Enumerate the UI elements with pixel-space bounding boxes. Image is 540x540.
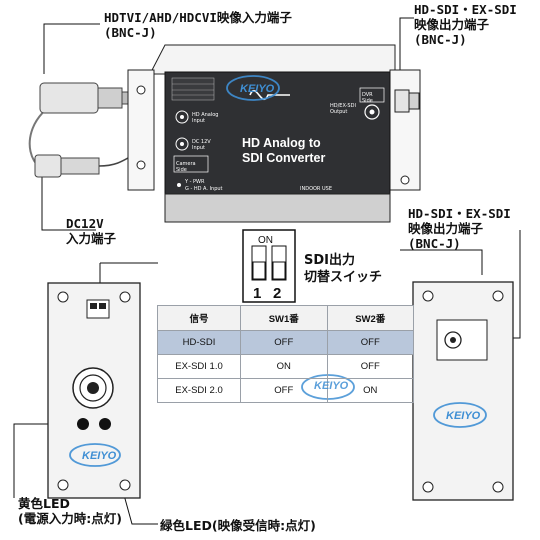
callout-switch-line1: SDI出力 <box>304 253 355 268</box>
indoor-label: INDOOR USE <box>300 186 332 192</box>
callout-yellow-led-line2: (電源入力時:点灯) <box>18 511 122 526</box>
callout-input-line1: HDTVI/AHD/HDCVI映像入力端子 <box>104 10 292 25</box>
dip-on-label: ON <box>258 235 273 246</box>
callout-output-top: HD-SDI・EX-SDI 映像出力端子 (BNC-J) <box>414 2 517 47</box>
dip-pos2: 2 <box>273 285 281 302</box>
sdi-switch-table: 信号 SW1番 SW2番 HD-SDI OFF OFF EX-SDI 1.0 O… <box>157 305 414 403</box>
left-side-panel <box>47 282 141 499</box>
header-signal: 信号 <box>157 305 241 331</box>
table-row: EX-SDI 1.0 ON OFF <box>157 354 414 379</box>
brand-logo-left: KEIYO <box>82 450 117 462</box>
row-sw2: OFF <box>326 330 414 355</box>
brand-logo-table: KEIYO <box>314 380 349 392</box>
callout-output-side: HD-SDI・EX-SDI 映像出力端子 (BNC-J) <box>408 206 511 251</box>
brand-logo-top: KEIYO <box>226 75 280 101</box>
callout-dc-line1: DC12V <box>66 216 104 231</box>
right-side-panel <box>412 281 514 501</box>
table-row: EX-SDI 2.0 OFF ON <box>157 378 414 403</box>
callout-dc-line2: 入力端子 <box>66 231 117 246</box>
callout-yellow-led-line1: 黄色LED <box>18 496 70 511</box>
dip-switch <box>242 229 296 303</box>
callout-input-line2: (BNC-J) <box>104 25 157 40</box>
callout-output-side-line1: HD-SDI・EX-SDI <box>408 206 511 221</box>
brand-logo-right: KEIYO <box>446 410 481 422</box>
row-sw2: ON <box>326 378 414 403</box>
callout-switch-line2: 切替スイッチ <box>304 270 383 285</box>
row-sw1: OFF <box>240 378 328 403</box>
callout-input: HDTVI/AHD/HDCVI映像入力端子 (BNC-J) <box>104 10 292 40</box>
row-sw2: OFF <box>326 354 414 379</box>
callout-output-side-line2: 映像出力端子 <box>408 221 484 236</box>
callout-dc: DC12V 入力端子 <box>66 216 116 246</box>
callout-green-led: 緑色LED(映像受信時:点灯) <box>160 518 316 533</box>
led-g-label: G - HD A. Input <box>185 186 223 192</box>
led-y-label: Y - PWR <box>184 179 205 185</box>
row-sw1: ON <box>240 354 328 379</box>
row-signal: EX-SDI 2.0 <box>157 378 241 403</box>
device-title-1: HD Analog to <box>242 136 321 150</box>
callout-output-side-line3: (BNC-J) <box>408 236 461 251</box>
callout-switch: SDI出力 切替スイッチ <box>304 252 382 286</box>
callout-output-top-line2: 映像出力端子 <box>414 17 490 32</box>
row-sw1: OFF <box>240 330 328 355</box>
device-title-2: SDI Converter <box>242 151 325 165</box>
header-sw1: SW1番 <box>240 305 328 331</box>
dc-plug <box>34 149 143 178</box>
callout-yellow-led: 黄色LED (電源入力時:点灯) <box>18 496 122 526</box>
output-bnc-connector <box>394 89 420 113</box>
row-signal: HD-SDI <box>157 330 241 355</box>
dip-pos1: 1 <box>253 285 261 302</box>
converter-body <box>127 44 421 223</box>
table-row: HD-SDI OFF OFF <box>157 330 414 355</box>
row-signal: EX-SDI 1.0 <box>157 354 241 379</box>
table-header-row: 信号 SW1番 SW2番 <box>157 305 414 331</box>
callout-output-top-line1: HD-SDI・EX-SDI <box>414 2 517 17</box>
callout-output-top-line3: (BNC-J) <box>414 32 467 47</box>
brand-logo-top-text: KEIYO <box>240 83 275 95</box>
header-sw2: SW2番 <box>326 305 414 331</box>
callout-green-led-line1: 緑色LED(映像受信時:点灯) <box>160 518 316 533</box>
